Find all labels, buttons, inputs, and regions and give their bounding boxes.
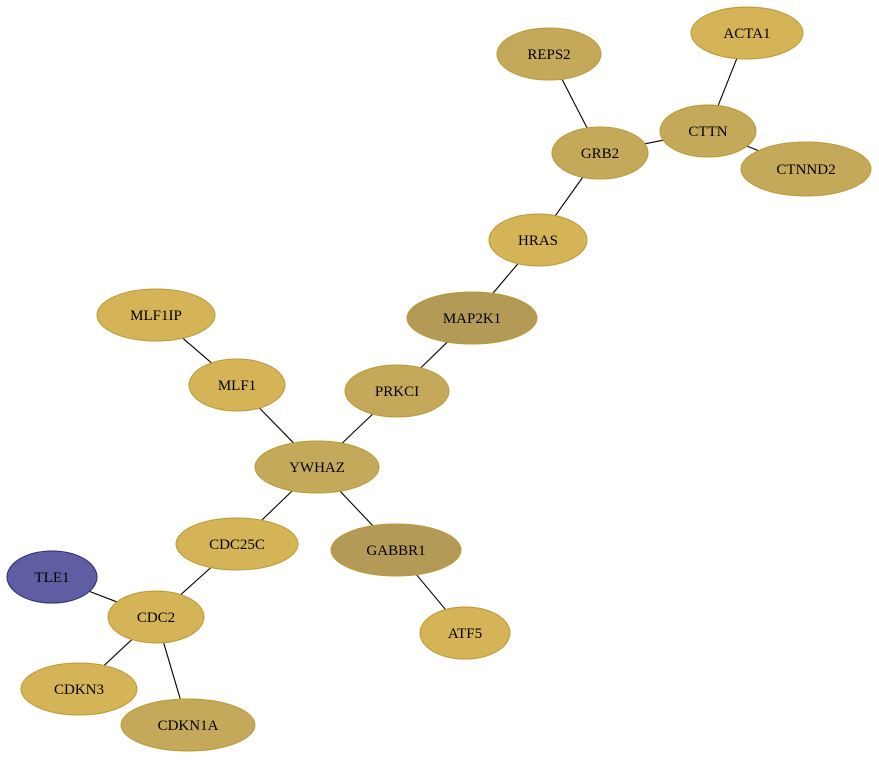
node-label-grb2: GRB2 xyxy=(581,146,619,162)
edge-ywhaz-gabbr1 xyxy=(339,490,374,527)
node-shape-mlf1ip xyxy=(96,288,216,342)
node-label-map2k1: MAP2K1 xyxy=(443,311,501,327)
node-shape-grb2 xyxy=(551,126,649,180)
node-label-cdkn3: CDKN3 xyxy=(54,682,104,698)
node-atf5[interactable]: ATF5 xyxy=(419,606,511,660)
node-map2k1[interactable]: MAP2K1 xyxy=(406,291,538,345)
node-shape-cdkn1a xyxy=(120,698,256,752)
edge-grb2-cttn xyxy=(644,139,664,145)
node-shape-atf5 xyxy=(419,606,511,660)
node-ywhaz[interactable]: YWHAZ xyxy=(254,440,380,494)
node-cdkn1a[interactable]: CDKN1A xyxy=(120,698,256,752)
node-shape-prkci xyxy=(344,364,450,418)
node-acta1[interactable]: ACTA1 xyxy=(690,6,804,60)
node-mlf1[interactable]: MLF1 xyxy=(188,358,286,412)
node-hras[interactable]: HRAS xyxy=(488,213,588,267)
node-shape-hras xyxy=(488,213,588,267)
node-shape-ctnnd2 xyxy=(740,141,872,197)
edge-prkci-ywhaz xyxy=(341,413,374,444)
node-shape-acta1 xyxy=(690,6,804,60)
edge-cdc25c-cdc2 xyxy=(180,567,212,596)
edges-layer xyxy=(89,58,759,700)
edge-tle1-cdc2 xyxy=(89,590,118,603)
node-label-cdc25c: CDC25C xyxy=(209,537,265,553)
edge-mlf1-ywhaz xyxy=(259,407,294,444)
edge-hras-map2k1 xyxy=(492,263,519,294)
node-label-prkci: PRKCI xyxy=(375,384,419,400)
node-cdkn3[interactable]: CDKN3 xyxy=(20,662,138,716)
node-label-cdc2: CDC2 xyxy=(137,610,175,626)
node-cdc25c[interactable]: CDC25C xyxy=(175,517,299,571)
node-label-atf5: ATF5 xyxy=(448,626,482,642)
node-label-mlf1: MLF1 xyxy=(218,378,256,394)
node-shape-cdc25c xyxy=(175,517,299,571)
edge-grb2-hras xyxy=(554,176,584,216)
node-label-cttn: CTTN xyxy=(688,124,727,140)
node-label-hras: HRAS xyxy=(518,233,558,249)
edge-mlf1ip-mlf1 xyxy=(182,337,212,364)
node-label-cdkn1a: CDKN1A xyxy=(158,718,219,734)
edge-cdc2-cdkn1a xyxy=(163,642,181,700)
edge-ywhaz-cdc25c xyxy=(261,490,293,521)
node-shape-cdc2 xyxy=(107,590,205,644)
node-cdc2[interactable]: CDC2 xyxy=(107,590,205,644)
node-mlf1ip[interactable]: MLF1IP xyxy=(96,288,216,342)
node-shape-mlf1 xyxy=(188,358,286,412)
node-gabbr1[interactable]: GABBR1 xyxy=(330,523,462,577)
node-shape-ywhaz xyxy=(254,440,380,494)
node-cttn[interactable]: CTTN xyxy=(659,104,757,158)
node-shape-gabbr1 xyxy=(330,523,462,577)
node-label-mlf1ip: MLF1IP xyxy=(130,308,182,324)
edge-map2k1-prkci xyxy=(420,341,448,369)
node-tle1[interactable]: TLE1 xyxy=(6,550,98,604)
edge-acta1-cttn xyxy=(717,58,738,106)
node-reps2[interactable]: REPS2 xyxy=(496,27,602,81)
node-grb2[interactable]: GRB2 xyxy=(551,126,649,180)
node-shape-cttn xyxy=(659,104,757,158)
node-label-acta1: ACTA1 xyxy=(723,26,770,42)
node-label-reps2: REPS2 xyxy=(527,47,570,63)
edge-gabbr1-atf5 xyxy=(416,574,446,610)
node-shape-tle1 xyxy=(6,550,98,604)
node-shape-cdkn3 xyxy=(20,662,138,716)
edge-cdc2-cdkn3 xyxy=(103,639,133,666)
node-prkci[interactable]: PRKCI xyxy=(344,364,450,418)
edge-reps2-grb2 xyxy=(561,78,588,129)
node-ctnnd2[interactable]: CTNND2 xyxy=(740,141,872,197)
node-shape-reps2 xyxy=(496,27,602,81)
node-shape-map2k1 xyxy=(406,291,538,345)
node-label-tle1: TLE1 xyxy=(35,570,70,586)
node-label-ywhaz: YWHAZ xyxy=(289,460,345,476)
node-label-ctnnd2: CTNND2 xyxy=(776,162,835,178)
node-label-gabbr1: GABBR1 xyxy=(366,543,425,559)
edge-cttn-ctnnd2 xyxy=(746,145,759,152)
